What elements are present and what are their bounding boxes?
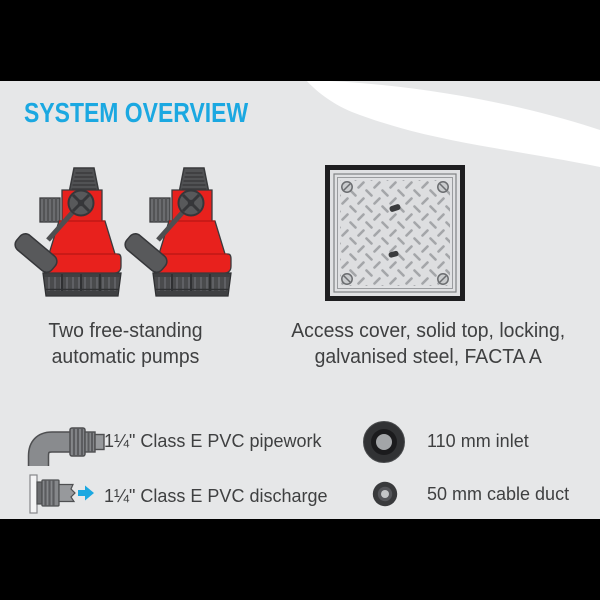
inlet-grommet-icon [363,421,405,463]
access-cover-illustration [325,165,465,301]
top-black-band [0,0,600,81]
pumps-caption: Two free-standing automatic pumps [18,318,233,370]
pumps-caption-line2: automatic pumps [51,346,200,368]
cable-duct-label: 50 mm cable duct [427,484,570,504]
discharge-label: 1¼" Class E PVC discharge [104,486,328,506]
cover-chequer-plate [340,180,450,286]
wall-plate [29,474,38,514]
cover-locking-keyholes [388,204,401,258]
bottom-black-band [0,519,600,600]
discharge-fitting-icon [29,474,94,514]
page-title: SYSTEM OVERVIEW [24,97,249,128]
cover-corner-screws [341,181,449,285]
cover-caption-line1: Access cover, solid top, locking, [291,320,565,342]
broken-pipe-end [58,483,76,503]
elbow-fitting-icon [27,427,105,466]
cable-duct-grommet-icon [372,481,398,507]
inlet-label: 110 mm inlet [427,431,529,451]
pump-1 [12,168,121,296]
pumps-caption-line1: Two free-standing [48,320,203,342]
pipework-label: 1¼" Class E PVC pipework [104,431,322,451]
submersible-pump-pair-illustration [10,160,245,300]
flow-arrow-icon [78,485,94,501]
pump-2 [122,168,231,296]
cover-caption: Access cover, solid top, locking, galvan… [263,318,593,370]
cover-caption-line2: galvanised steel, FACTA A [314,346,542,368]
